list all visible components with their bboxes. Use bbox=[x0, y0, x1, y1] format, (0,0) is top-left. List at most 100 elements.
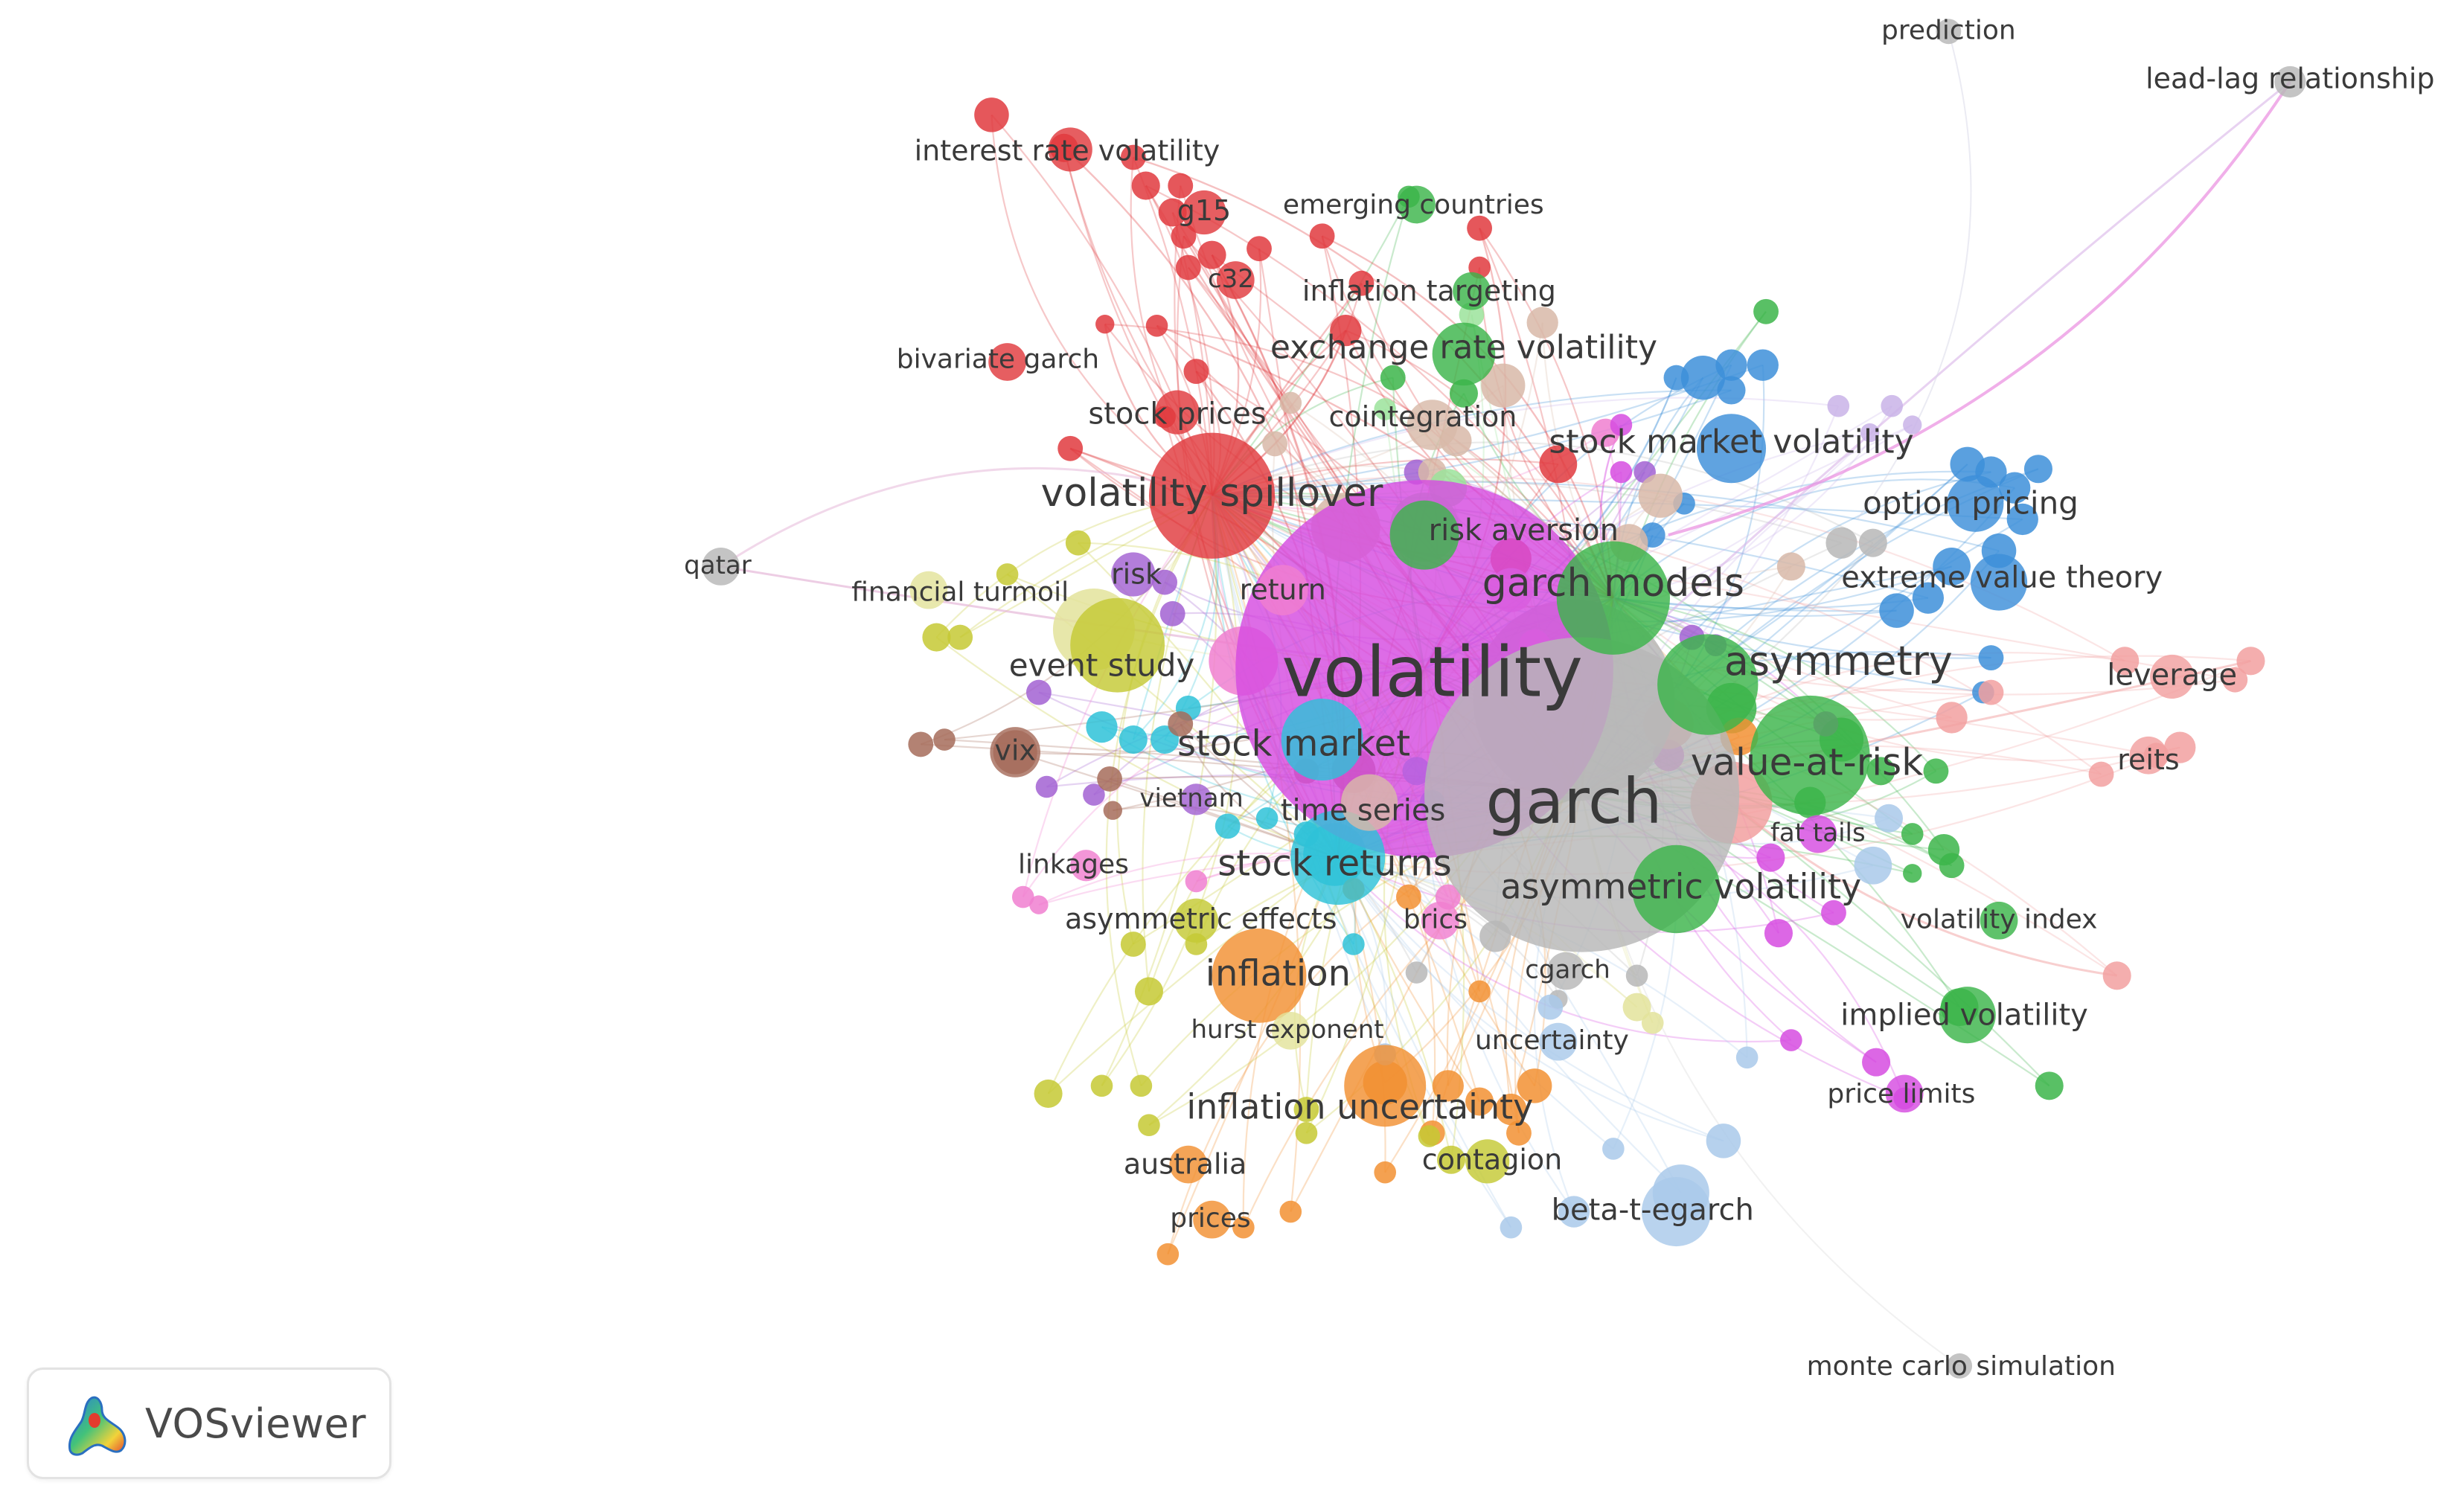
network-node[interactable] bbox=[1495, 1093, 1527, 1126]
keyword-label[interactable]: vix bbox=[994, 734, 1036, 766]
keyword-node[interactable] bbox=[1290, 810, 1386, 905]
network-node[interactable] bbox=[2102, 961, 2131, 990]
keyword-label[interactable]: uncertainty bbox=[1475, 1025, 1629, 1056]
network-node[interactable] bbox=[1825, 527, 1857, 559]
network-node[interactable] bbox=[2164, 731, 2196, 763]
network-node[interactable] bbox=[1764, 919, 1793, 948]
network-node[interactable] bbox=[1119, 725, 1148, 754]
network-node[interactable] bbox=[1625, 964, 1648, 987]
keyword-label[interactable]: stock market volatility bbox=[1549, 423, 1913, 461]
keyword-node[interactable] bbox=[1539, 1022, 1578, 1061]
keyword-label[interactable]: c32 bbox=[1208, 264, 1254, 294]
keyword-node[interactable] bbox=[1980, 901, 2018, 940]
network-node[interactable] bbox=[1097, 766, 1122, 792]
keyword-label[interactable]: hurst exponent bbox=[1191, 1015, 1384, 1045]
network-node[interactable] bbox=[1978, 645, 2004, 670]
keyword-node[interactable] bbox=[1174, 898, 1219, 943]
keyword-node[interactable] bbox=[1111, 552, 1156, 597]
keyword-node[interactable] bbox=[1939, 987, 1996, 1044]
network-node[interactable] bbox=[1432, 1070, 1464, 1102]
keyword-node[interactable] bbox=[702, 548, 740, 586]
network-node[interactable] bbox=[2006, 503, 2038, 536]
keyword-node[interactable] bbox=[1970, 554, 2028, 611]
network-node[interactable] bbox=[1090, 1074, 1113, 1097]
keyword-label[interactable]: monte carlo simulation bbox=[1807, 1351, 2116, 1382]
network-node[interactable] bbox=[1860, 423, 1880, 443]
keyword-label[interactable]: inflation uncertainty bbox=[1186, 1087, 1533, 1127]
network-node[interactable] bbox=[1717, 376, 1746, 405]
keyword-label[interactable]: event study bbox=[1009, 647, 1194, 683]
keyword-node[interactable] bbox=[990, 727, 1041, 778]
keyword-node[interactable] bbox=[988, 343, 1026, 381]
network-node[interactable] bbox=[1152, 569, 1178, 595]
network-node[interactable] bbox=[1215, 813, 1241, 839]
network-node[interactable] bbox=[1978, 679, 2004, 705]
keyword-label[interactable]: qatar bbox=[684, 551, 752, 580]
keyword-node[interactable] bbox=[2129, 736, 2168, 775]
keyword-label[interactable]: emerging countries bbox=[1283, 190, 1544, 220]
keyword-label[interactable]: g15 bbox=[1177, 194, 1231, 227]
network-node[interactable] bbox=[1120, 144, 1146, 170]
keyword-node[interactable] bbox=[1155, 390, 1200, 435]
network-node[interactable] bbox=[1279, 391, 1302, 414]
network-node[interactable] bbox=[1449, 379, 1478, 408]
network-node[interactable] bbox=[1776, 552, 1805, 581]
network-node[interactable] bbox=[2111, 647, 2140, 676]
network-node[interactable] bbox=[996, 563, 1019, 586]
keyword-label[interactable]: inflation targeting bbox=[1302, 275, 1556, 307]
network-node[interactable] bbox=[1138, 1114, 1160, 1137]
keyword-node[interactable] bbox=[1407, 400, 1458, 450]
network-node[interactable] bbox=[1610, 414, 1633, 436]
network-node[interactable] bbox=[1158, 198, 1187, 227]
keyword-node[interactable] bbox=[1421, 901, 1459, 940]
network-node[interactable] bbox=[933, 728, 956, 751]
keyword-label[interactable]: stock returns bbox=[1217, 842, 1451, 884]
network-node[interactable] bbox=[1374, 1161, 1397, 1184]
network-node[interactable] bbox=[1537, 994, 1564, 1020]
network-node[interactable] bbox=[1622, 993, 1651, 1022]
keyword-label[interactable]: exchange rate volatility bbox=[1270, 329, 1657, 367]
network-node[interactable] bbox=[1715, 349, 1747, 381]
keyword-label[interactable]: stock prices bbox=[1088, 397, 1266, 431]
keyword-node[interactable] bbox=[1657, 634, 1759, 735]
network-node[interactable] bbox=[2236, 647, 2265, 676]
network-node[interactable] bbox=[1610, 461, 1633, 484]
network-node[interactable] bbox=[1999, 472, 2031, 504]
keyword-label[interactable]: beta-t-egarch bbox=[1552, 1193, 1754, 1228]
network-node[interactable] bbox=[1467, 215, 1493, 241]
keyword-label[interactable]: bivariate garch bbox=[897, 344, 1099, 374]
network-node[interactable] bbox=[1309, 223, 1335, 249]
keyword-label[interactable]: asymmetric effects bbox=[1065, 903, 1337, 935]
keyword-node[interactable] bbox=[1632, 844, 1721, 934]
network-node[interactable] bbox=[1821, 900, 1846, 926]
network-node[interactable] bbox=[1735, 1046, 1759, 1069]
network-node[interactable] bbox=[1374, 398, 1397, 420]
network-node[interactable] bbox=[1933, 548, 1971, 586]
keyword-label[interactable]: stock market bbox=[1177, 723, 1410, 765]
network-node[interactable] bbox=[1903, 415, 1922, 435]
network-node[interactable] bbox=[1262, 431, 1288, 457]
network-node[interactable] bbox=[1418, 1125, 1441, 1147]
network-node[interactable] bbox=[1025, 679, 1052, 705]
keyword-label[interactable]: interest rate volatility bbox=[915, 135, 1220, 167]
network-node[interactable] bbox=[1539, 445, 1578, 484]
network-node[interactable] bbox=[1083, 783, 1105, 806]
keyword-label[interactable]: price limits bbox=[1827, 1079, 1975, 1109]
keyword-node[interactable] bbox=[1180, 783, 1212, 815]
network-node[interactable] bbox=[1095, 315, 1115, 334]
network-node[interactable] bbox=[2088, 761, 2114, 787]
network-node[interactable] bbox=[1706, 1123, 1741, 1158]
network-node[interactable] bbox=[1120, 932, 1146, 957]
network-node[interactable] bbox=[1753, 298, 1779, 324]
network-node[interactable] bbox=[1939, 853, 1965, 879]
network-node[interactable] bbox=[1506, 1120, 1532, 1146]
network-node[interactable] bbox=[1330, 315, 1362, 347]
network-node[interactable] bbox=[1936, 702, 1968, 734]
keyword-label[interactable]: asymmetry bbox=[1724, 638, 1953, 685]
network-node[interactable] bbox=[1185, 870, 1208, 893]
keyword-node[interactable] bbox=[1465, 1139, 1510, 1184]
keyword-node[interactable] bbox=[1556, 541, 1671, 655]
network-node[interactable] bbox=[1602, 1138, 1625, 1160]
network-node[interactable] bbox=[1134, 977, 1163, 1006]
